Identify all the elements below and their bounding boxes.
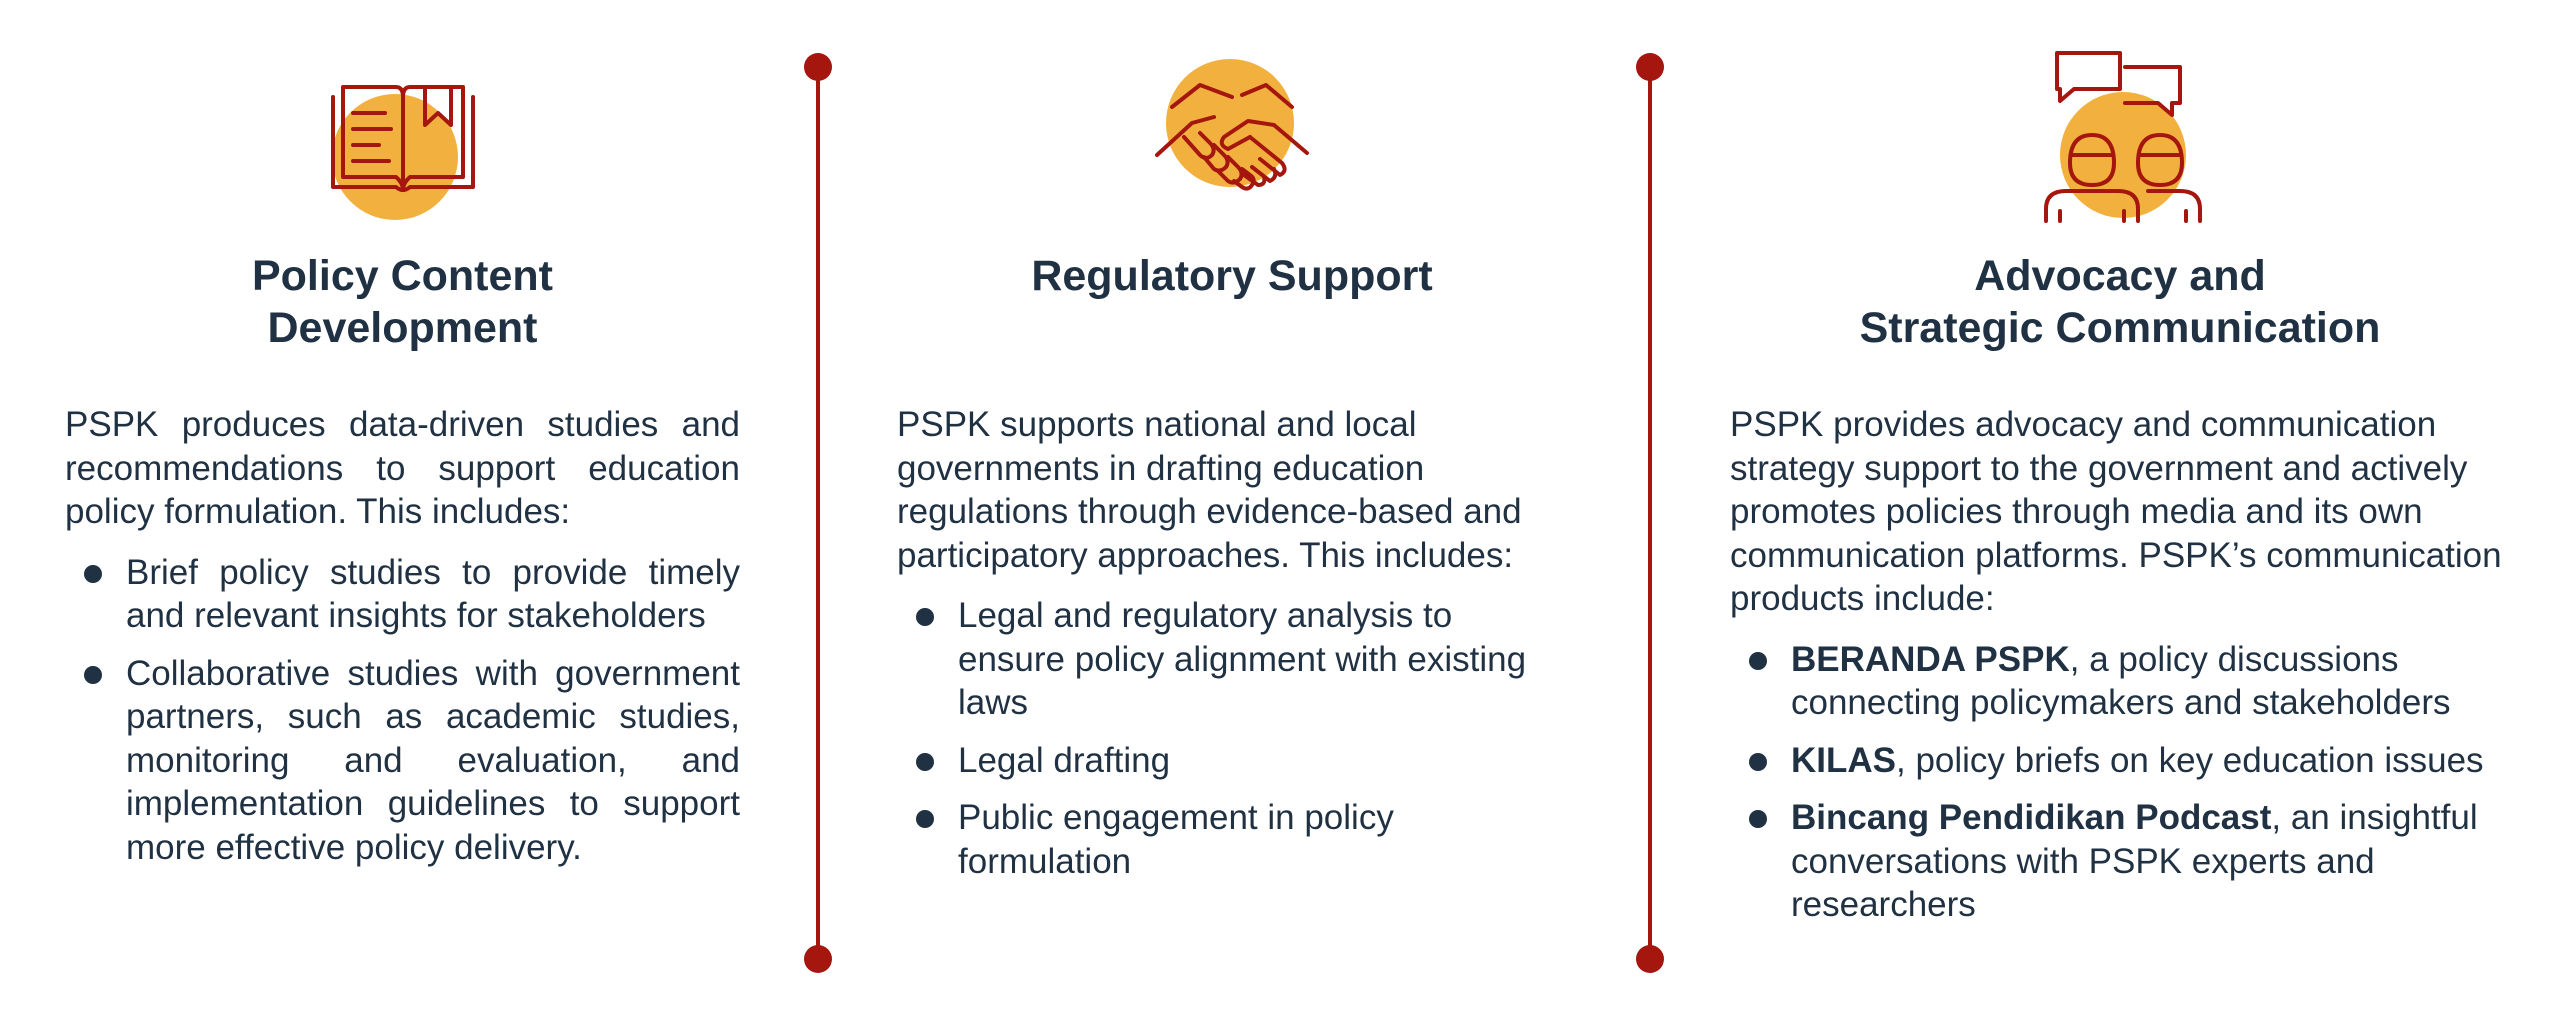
list-item: Bincang Pendidikan Podcast, an insightfu… [1730, 796, 2510, 927]
bullet-list: BERANDA PSPK, a policy discussions conne… [1730, 638, 2510, 927]
open-book-icon [313, 45, 493, 225]
divider-dot [804, 945, 832, 973]
list-item: Collaborative studies with government pa… [65, 652, 740, 870]
title-line: Regulatory Support [1031, 252, 1433, 300]
title-line: Policy Content [251, 252, 554, 300]
list-item: Legal and regulatory analysis to ensure … [897, 594, 1567, 725]
intro-text: PSPK provides advocacy and communication… [1730, 405, 2502, 618]
column-title: Advocacy and Strategic Communication [1730, 250, 2510, 354]
list-item: BERANDA PSPK, a policy discussions conne… [1730, 638, 2510, 725]
column-advocacy-communication: Advocacy and Strategic Communication PSP… [1730, 0, 2510, 1020]
column-body: PSPK supports national and local governm… [897, 403, 1567, 897]
people-conversation-icon [2030, 45, 2210, 225]
intro-text: PSPK produces data-driven studies and re… [65, 405, 740, 531]
column-divider [803, 53, 833, 973]
column-body: PSPK provides advocacy and communication… [1730, 403, 2510, 941]
divider-dot [804, 53, 832, 81]
column-title: Policy Content Development [65, 250, 740, 354]
list-item: KILAS, policy briefs on key education is… [1730, 739, 2510, 783]
bullet-list: Brief policy studies to provide timely a… [65, 551, 740, 870]
title-line: Development [267, 304, 538, 352]
list-item: Public engagement in policy formulation [897, 796, 1567, 883]
divider-dot [1636, 53, 1664, 81]
list-item: Legal drafting [897, 739, 1567, 783]
title-line: Advocacy and [1974, 252, 2266, 300]
divider-dot [1636, 945, 1664, 973]
column-divider [1635, 53, 1665, 973]
column-body: PSPK produces data-driven studies and re… [65, 403, 740, 883]
column-title: Regulatory Support [897, 250, 1567, 302]
column-regulatory-support: Regulatory Support PSPK supports nationa… [897, 0, 1567, 1020]
bullet-list: Legal and regulatory analysis to ensure … [897, 594, 1567, 883]
handshake-icon [1142, 45, 1322, 225]
intro-text: PSPK supports national and local governm… [897, 405, 1522, 575]
title-line: Strategic Communication [1859, 304, 2381, 352]
list-item: Brief policy studies to provide timely a… [65, 551, 740, 638]
column-policy-content-development: Policy Content Development PSPK produces… [65, 0, 740, 1020]
